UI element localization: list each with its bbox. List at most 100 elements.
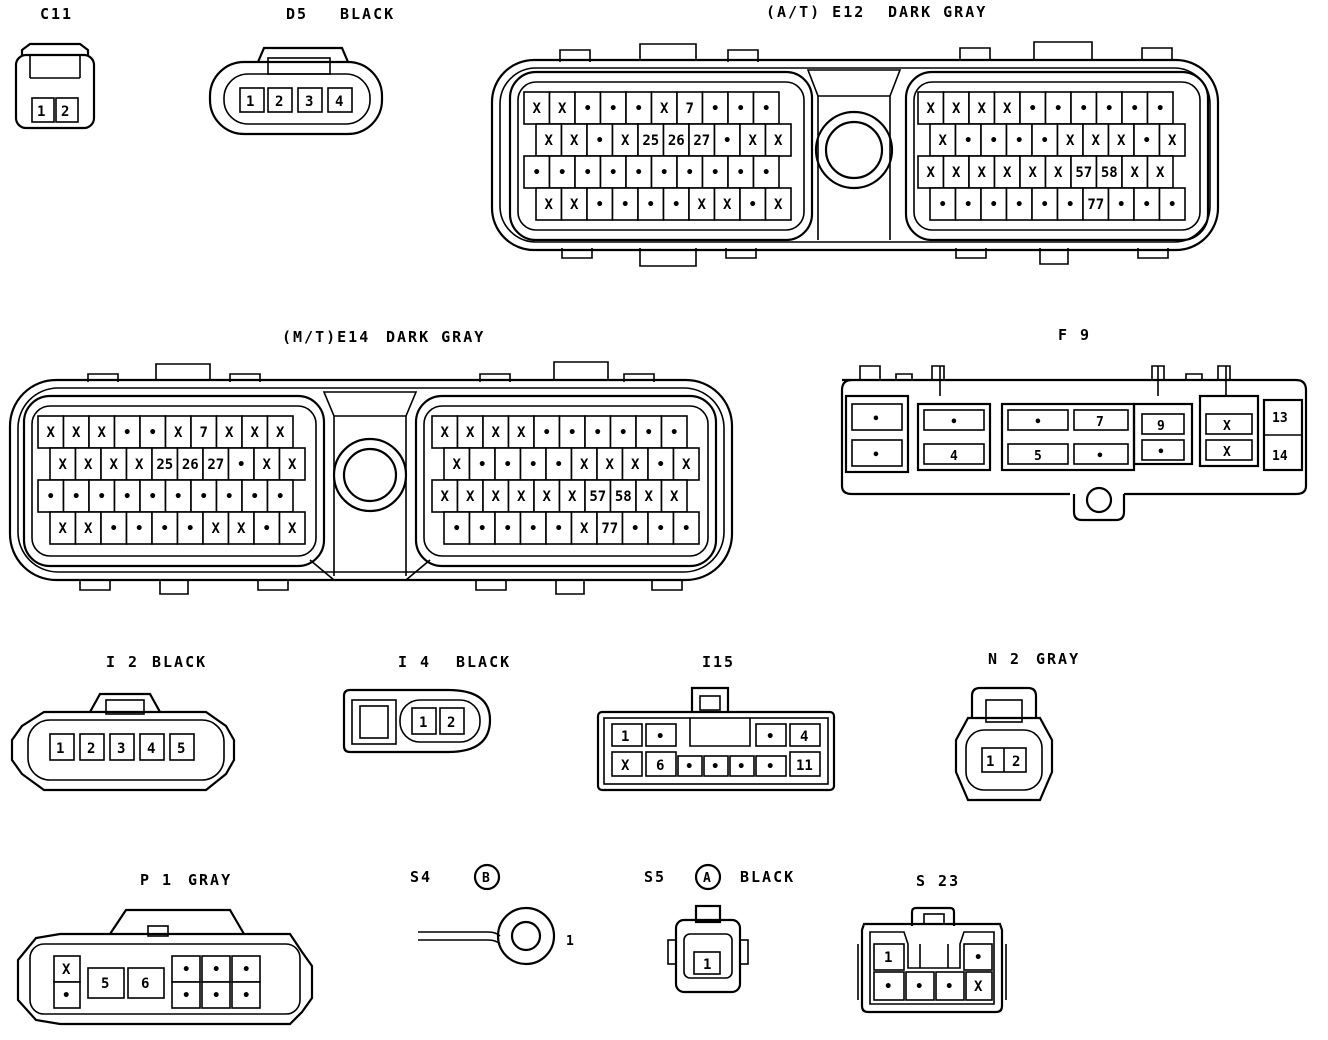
e12-left-cell: [676, 155, 704, 189]
e12-right-cell: [954, 123, 982, 157]
e14-left-pin: X: [212, 521, 221, 537]
e12-left-cell: [560, 187, 588, 221]
e14-right-pin: •: [555, 521, 563, 537]
f9-pin-5: 5: [1034, 449, 1042, 464]
e14-right-pin: X: [492, 489, 501, 505]
e14-right-pin: X: [517, 489, 526, 505]
e14-left-cell: [227, 511, 255, 545]
e12-right-cell: [1158, 123, 1186, 157]
e14-left-pin: •: [174, 489, 182, 505]
e14-right-pin: •: [657, 457, 665, 473]
e14-right-pin: •: [645, 425, 653, 441]
e14-left-pin: •: [135, 521, 143, 537]
e14-right-cell: [468, 511, 496, 545]
e12-left-cell: [586, 123, 614, 157]
e14-right-pin: X: [466, 425, 475, 441]
e12-right-cell: [1121, 155, 1149, 189]
e12-right-pin: X: [1003, 101, 1012, 117]
e12-right-pin: •: [1041, 133, 1049, 149]
e14-right-pin: •: [478, 521, 486, 537]
e14-right-pin: 77: [601, 521, 618, 537]
connector-n2: N 2 GRAY 1 2: [954, 650, 1080, 802]
e12-left-pin: X: [533, 101, 542, 117]
e12-right-pin: X: [1131, 165, 1140, 181]
e12-left-pin: •: [635, 101, 643, 117]
e14-left-cell: [241, 415, 269, 449]
n2-color: GRAY: [1036, 650, 1080, 668]
e12-left-pin: •: [635, 165, 643, 181]
p1-pin-2: •: [62, 988, 70, 1004]
e12-left-cell: [662, 187, 690, 221]
e12-right-pin: X: [1066, 133, 1075, 149]
e14-left-pin: X: [98, 425, 107, 441]
e12-right-pin: •: [1015, 197, 1023, 213]
f9-pin-14: 14: [1272, 449, 1288, 464]
e12-left-pin: •: [621, 197, 629, 213]
e12-right-cell: [1133, 187, 1161, 221]
e14-left-pin: 7: [200, 425, 208, 441]
s23-label: S 23: [916, 872, 960, 890]
e12-left-pin: •: [686, 165, 694, 181]
e14-left-cell: [190, 415, 218, 449]
i15-pin-x: X: [621, 758, 630, 774]
s5-color: BLACK: [740, 868, 795, 886]
e12-left-pin: •: [609, 101, 617, 117]
e14-right-pin: •: [619, 425, 627, 441]
e14-right-pin: •: [657, 521, 665, 537]
e12-left-cell: [727, 155, 755, 189]
e14-right-cell: [431, 415, 459, 449]
c11-pin-1: 1: [37, 104, 45, 120]
i4-pin-2: 2: [447, 715, 455, 731]
e14-left-pin: •: [149, 489, 157, 505]
e12-right-pin: X: [952, 101, 961, 117]
e14-left-pin: 26: [182, 457, 199, 473]
e14-right-cell: [468, 447, 496, 481]
e12-right-cell: [1107, 187, 1135, 221]
p1-pin-10: •: [182, 988, 190, 1004]
e12-left-pin: 26: [668, 133, 685, 149]
e12-right-pin: •: [939, 197, 947, 213]
e12-left-pin: •: [647, 197, 655, 213]
i15-pin-10: •: [766, 759, 774, 775]
e14-right-cell: [494, 511, 522, 545]
e12-right-pin: •: [1105, 101, 1113, 117]
e12-right-cell: [929, 123, 957, 157]
p1-pin-7: •: [182, 962, 190, 978]
s23-pin-4: •: [915, 979, 923, 995]
e14-right-pin: X: [441, 489, 450, 505]
e14-right-pin: •: [682, 521, 690, 537]
e12-right-pin: X: [927, 101, 936, 117]
e12-left-cell: [523, 91, 551, 125]
e14-left-cell: [164, 415, 192, 449]
e14-left-pin: X: [72, 425, 81, 441]
e14-left-pin: •: [186, 521, 194, 537]
s4-badge: B: [482, 871, 490, 886]
e14-left-pin: •: [200, 489, 208, 505]
e12-left-pin: X: [774, 197, 783, 213]
i15-pin-7: •: [685, 759, 693, 775]
e12-left-pin: •: [737, 101, 745, 117]
e12-right-cell: [1158, 187, 1186, 221]
e12-right-cell: [980, 123, 1008, 157]
n2-label: N 2: [988, 650, 1021, 668]
e12-left-pin: X: [570, 197, 579, 213]
e14-left-pin: X: [237, 521, 246, 537]
e14-left-cell: [164, 479, 192, 513]
i15-pin-2: •: [656, 729, 664, 745]
e12-left-cell: [713, 187, 741, 221]
e12-right-pin: X: [1168, 133, 1177, 149]
e14-right-pin: X: [543, 489, 552, 505]
e12-right-pin: X: [939, 133, 948, 149]
e12-left-pin: X: [774, 133, 783, 149]
e12-left-pin: X: [660, 101, 669, 117]
s4-pin-1: 1: [566, 934, 574, 949]
e12-right-pin: X: [1092, 133, 1101, 149]
e12-right-cell: [1005, 187, 1033, 221]
e12-right-pin: •: [1156, 101, 1164, 117]
e14-right-pin: •: [594, 425, 602, 441]
e14-right-cell: [545, 447, 573, 481]
e12-left-pin: 27: [693, 133, 710, 149]
e12-left-pin: 7: [686, 101, 694, 117]
p1-pin-12: •: [242, 988, 250, 1004]
